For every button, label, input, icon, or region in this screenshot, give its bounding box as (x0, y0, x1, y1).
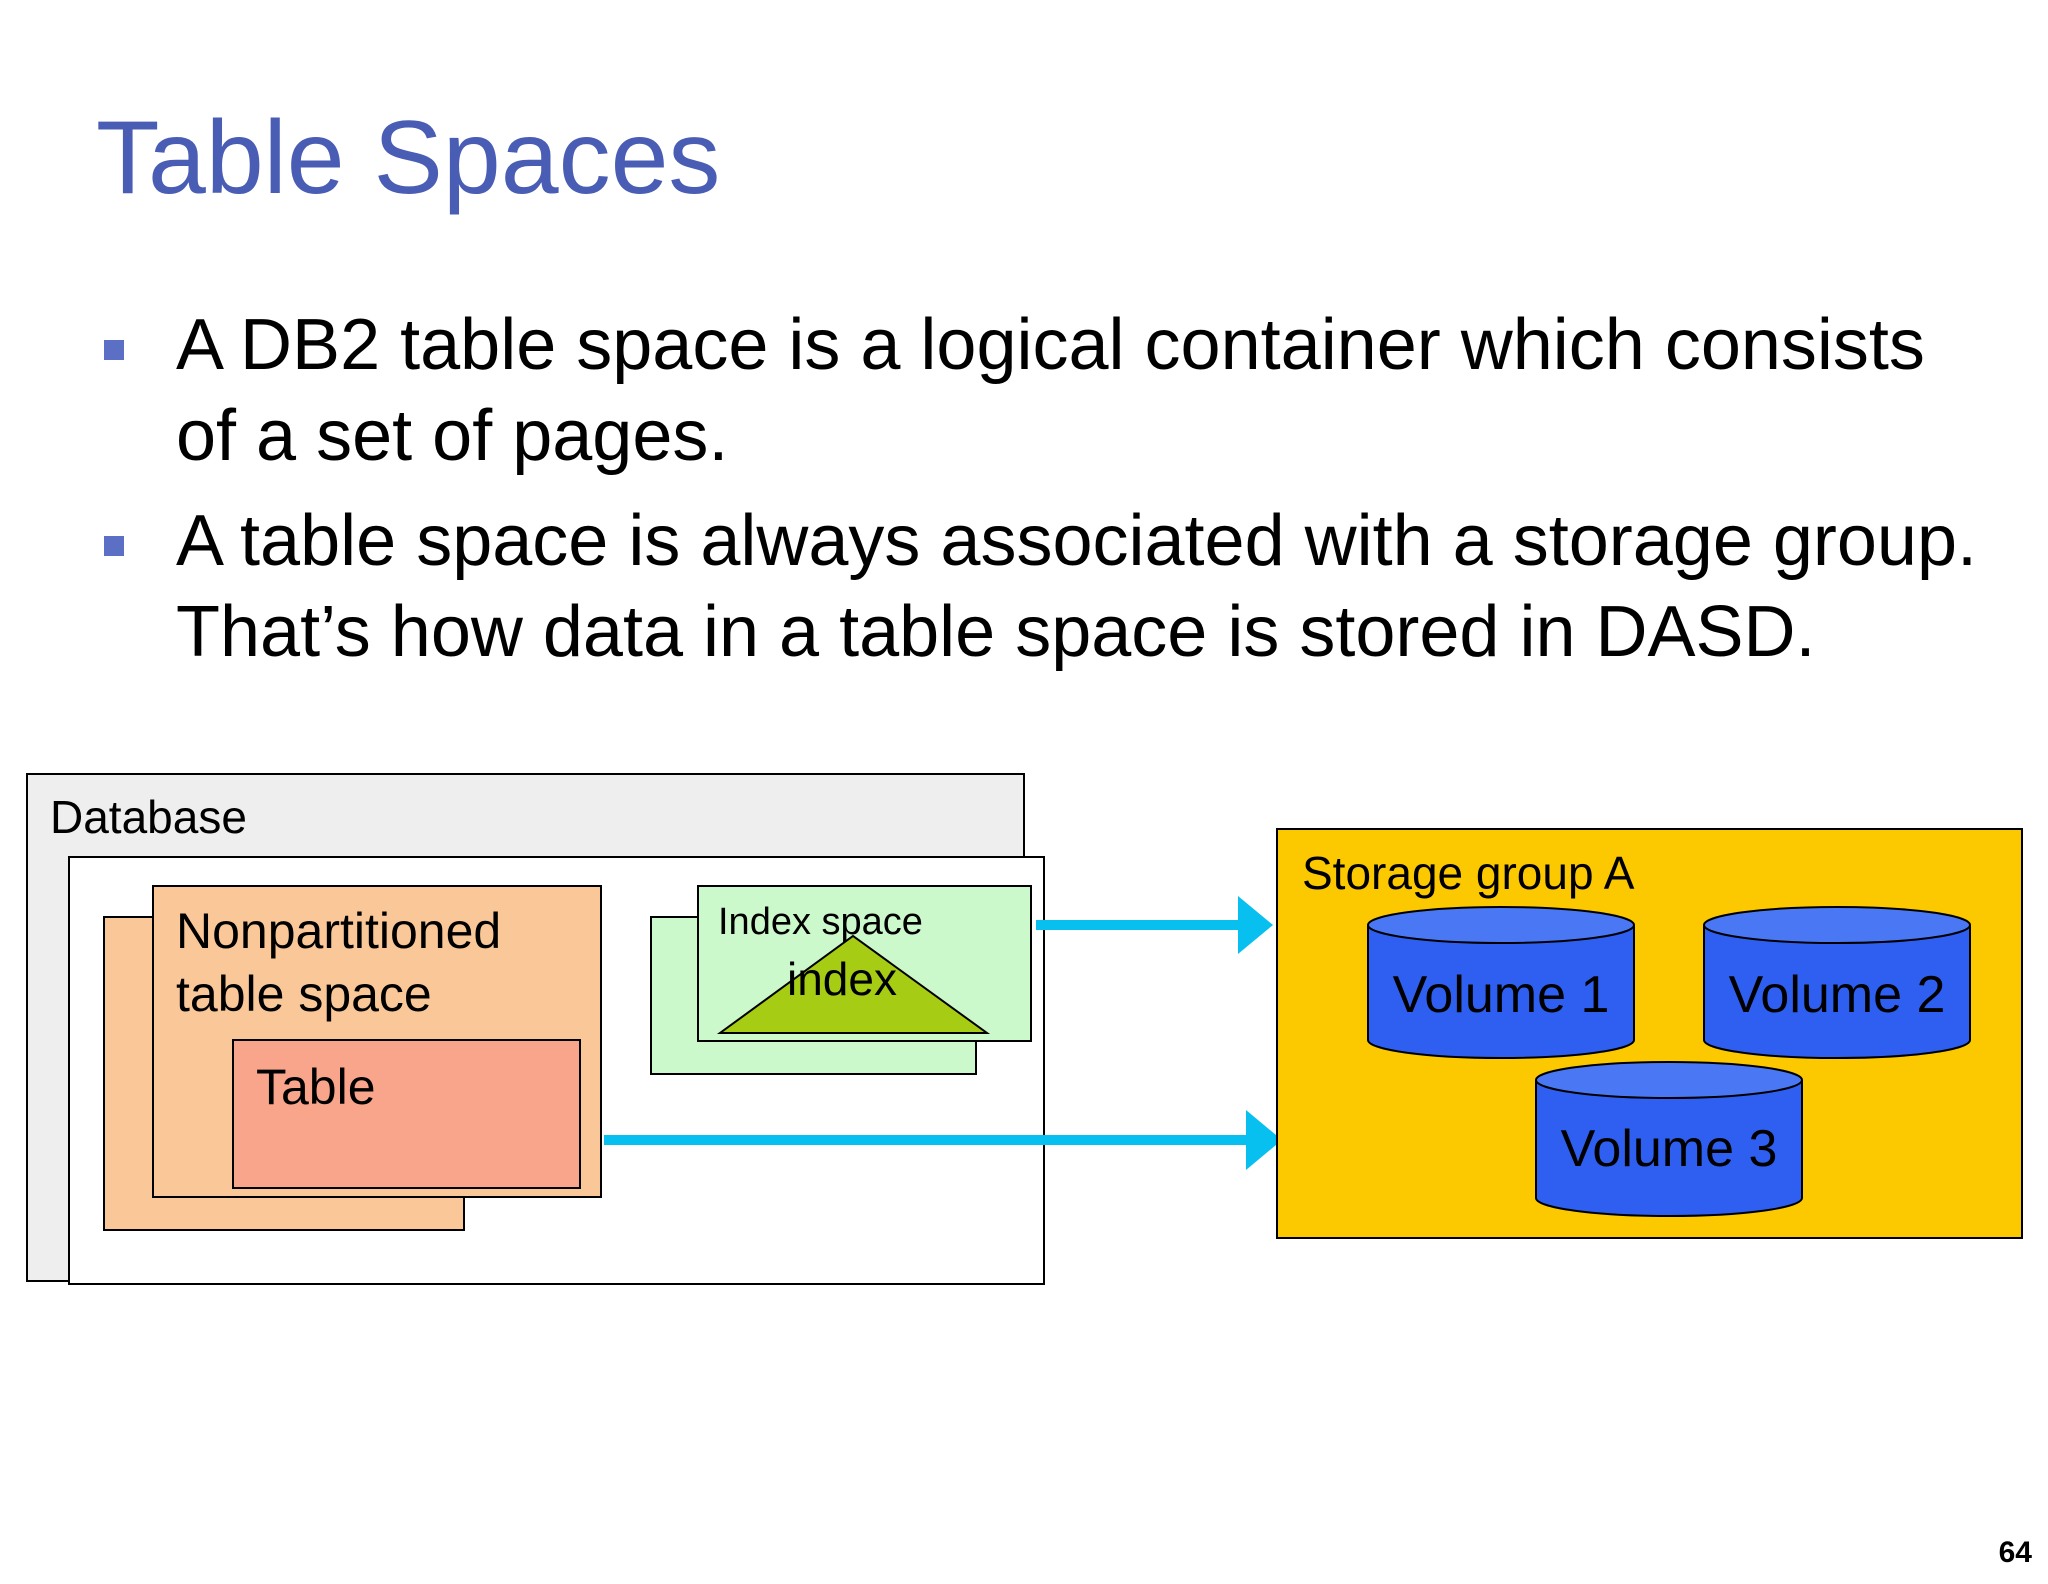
page-number: 64 (1998, 1536, 2032, 1569)
storage-group-label: Storage group A (1302, 847, 1635, 899)
bullet-text: A DB2 table space is a logical container… (176, 305, 1925, 476)
square-bullet-icon (104, 536, 124, 556)
volume-cylinder-icon (1535, 1061, 1803, 1217)
bullet-text: A table space is always associated with … (176, 501, 1978, 672)
arrow-index-to-storage-head (1238, 896, 1273, 954)
square-bullet-icon (104, 340, 124, 360)
bullet-item: A table space is always associated with … (96, 496, 1996, 678)
tablespace-label-line2: table space (176, 966, 432, 1022)
volume-1-label: Volume 1 (1393, 966, 1610, 1024)
volume-cylinder-icon (1703, 906, 1971, 1059)
table-label: Table (256, 1059, 376, 1115)
volume-2-label: Volume 2 (1729, 966, 1946, 1024)
volume-cylinder-icon (1367, 906, 1635, 1059)
table-box (232, 1039, 581, 1189)
volume-3-label: Volume 3 (1561, 1120, 1778, 1178)
database-label: Database (50, 791, 247, 843)
slide-title: Table Spaces (96, 100, 721, 216)
index-label: index (787, 953, 897, 1005)
bullet-list: A DB2 table space is a logical container… (96, 300, 1996, 692)
arrow-table-to-storage-head (1246, 1110, 1282, 1170)
tablespace-label-line1: Nonpartitioned (176, 903, 501, 959)
bullet-item: A DB2 table space is a logical container… (96, 300, 1996, 482)
index-space-label: Index space (718, 901, 923, 943)
index-triangle-icon (716, 934, 991, 1034)
